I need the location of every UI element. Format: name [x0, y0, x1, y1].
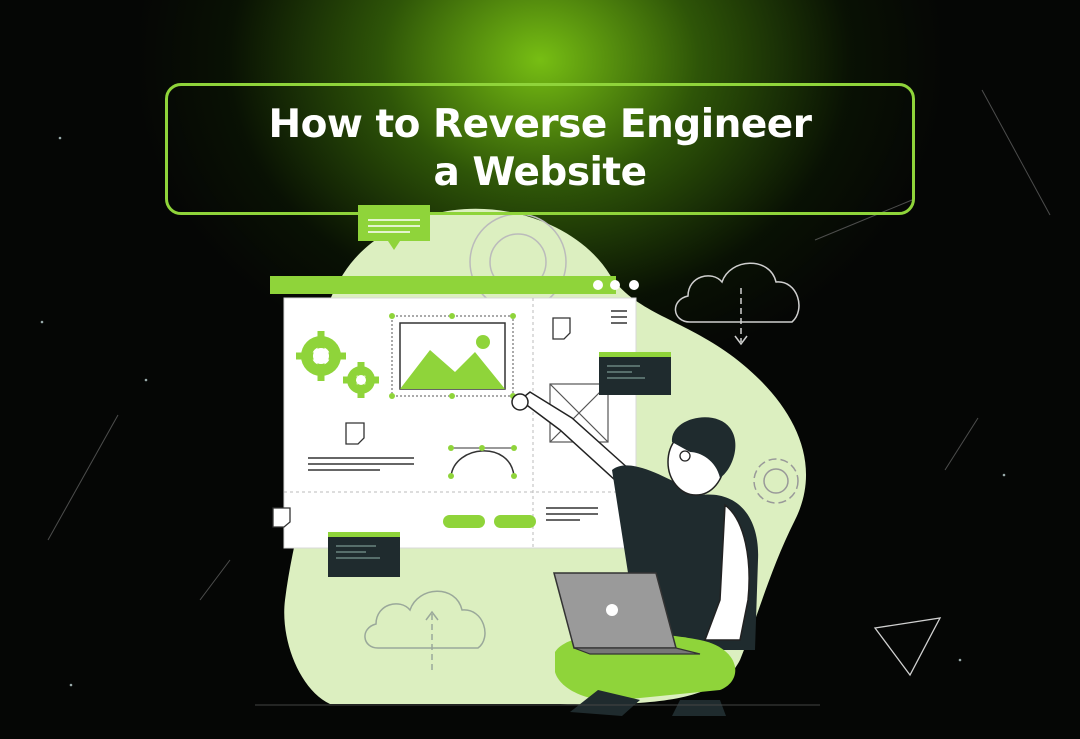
title-box: How to Reverse Engineer a Website: [165, 83, 915, 215]
image-icon: [389, 313, 516, 399]
document-icon: [272, 317, 571, 528]
title-line-2: a Website: [433, 150, 647, 195]
background-dots: [40, 136, 1006, 687]
code-panel-right: [599, 352, 671, 395]
chat-bubble-icon: [358, 205, 430, 250]
bezier-icon: [448, 445, 517, 479]
code-panel-left: [328, 532, 400, 577]
cloud-download-icon: [674, 262, 800, 346]
gears-icon: [296, 331, 379, 398]
triangle-outline-icon: [873, 617, 942, 677]
background-lines: [47, 89, 1051, 601]
pill-button-2: [494, 515, 536, 528]
pill-button-1: [443, 515, 485, 528]
laptop-icon: [553, 572, 701, 655]
title-line-1: How to Reverse Engineer: [268, 102, 812, 147]
text-lines: [308, 457, 598, 521]
gear-small-icon: [753, 458, 799, 504]
cloud-upload-icon: [364, 590, 486, 670]
menu-icon: [611, 310, 627, 324]
